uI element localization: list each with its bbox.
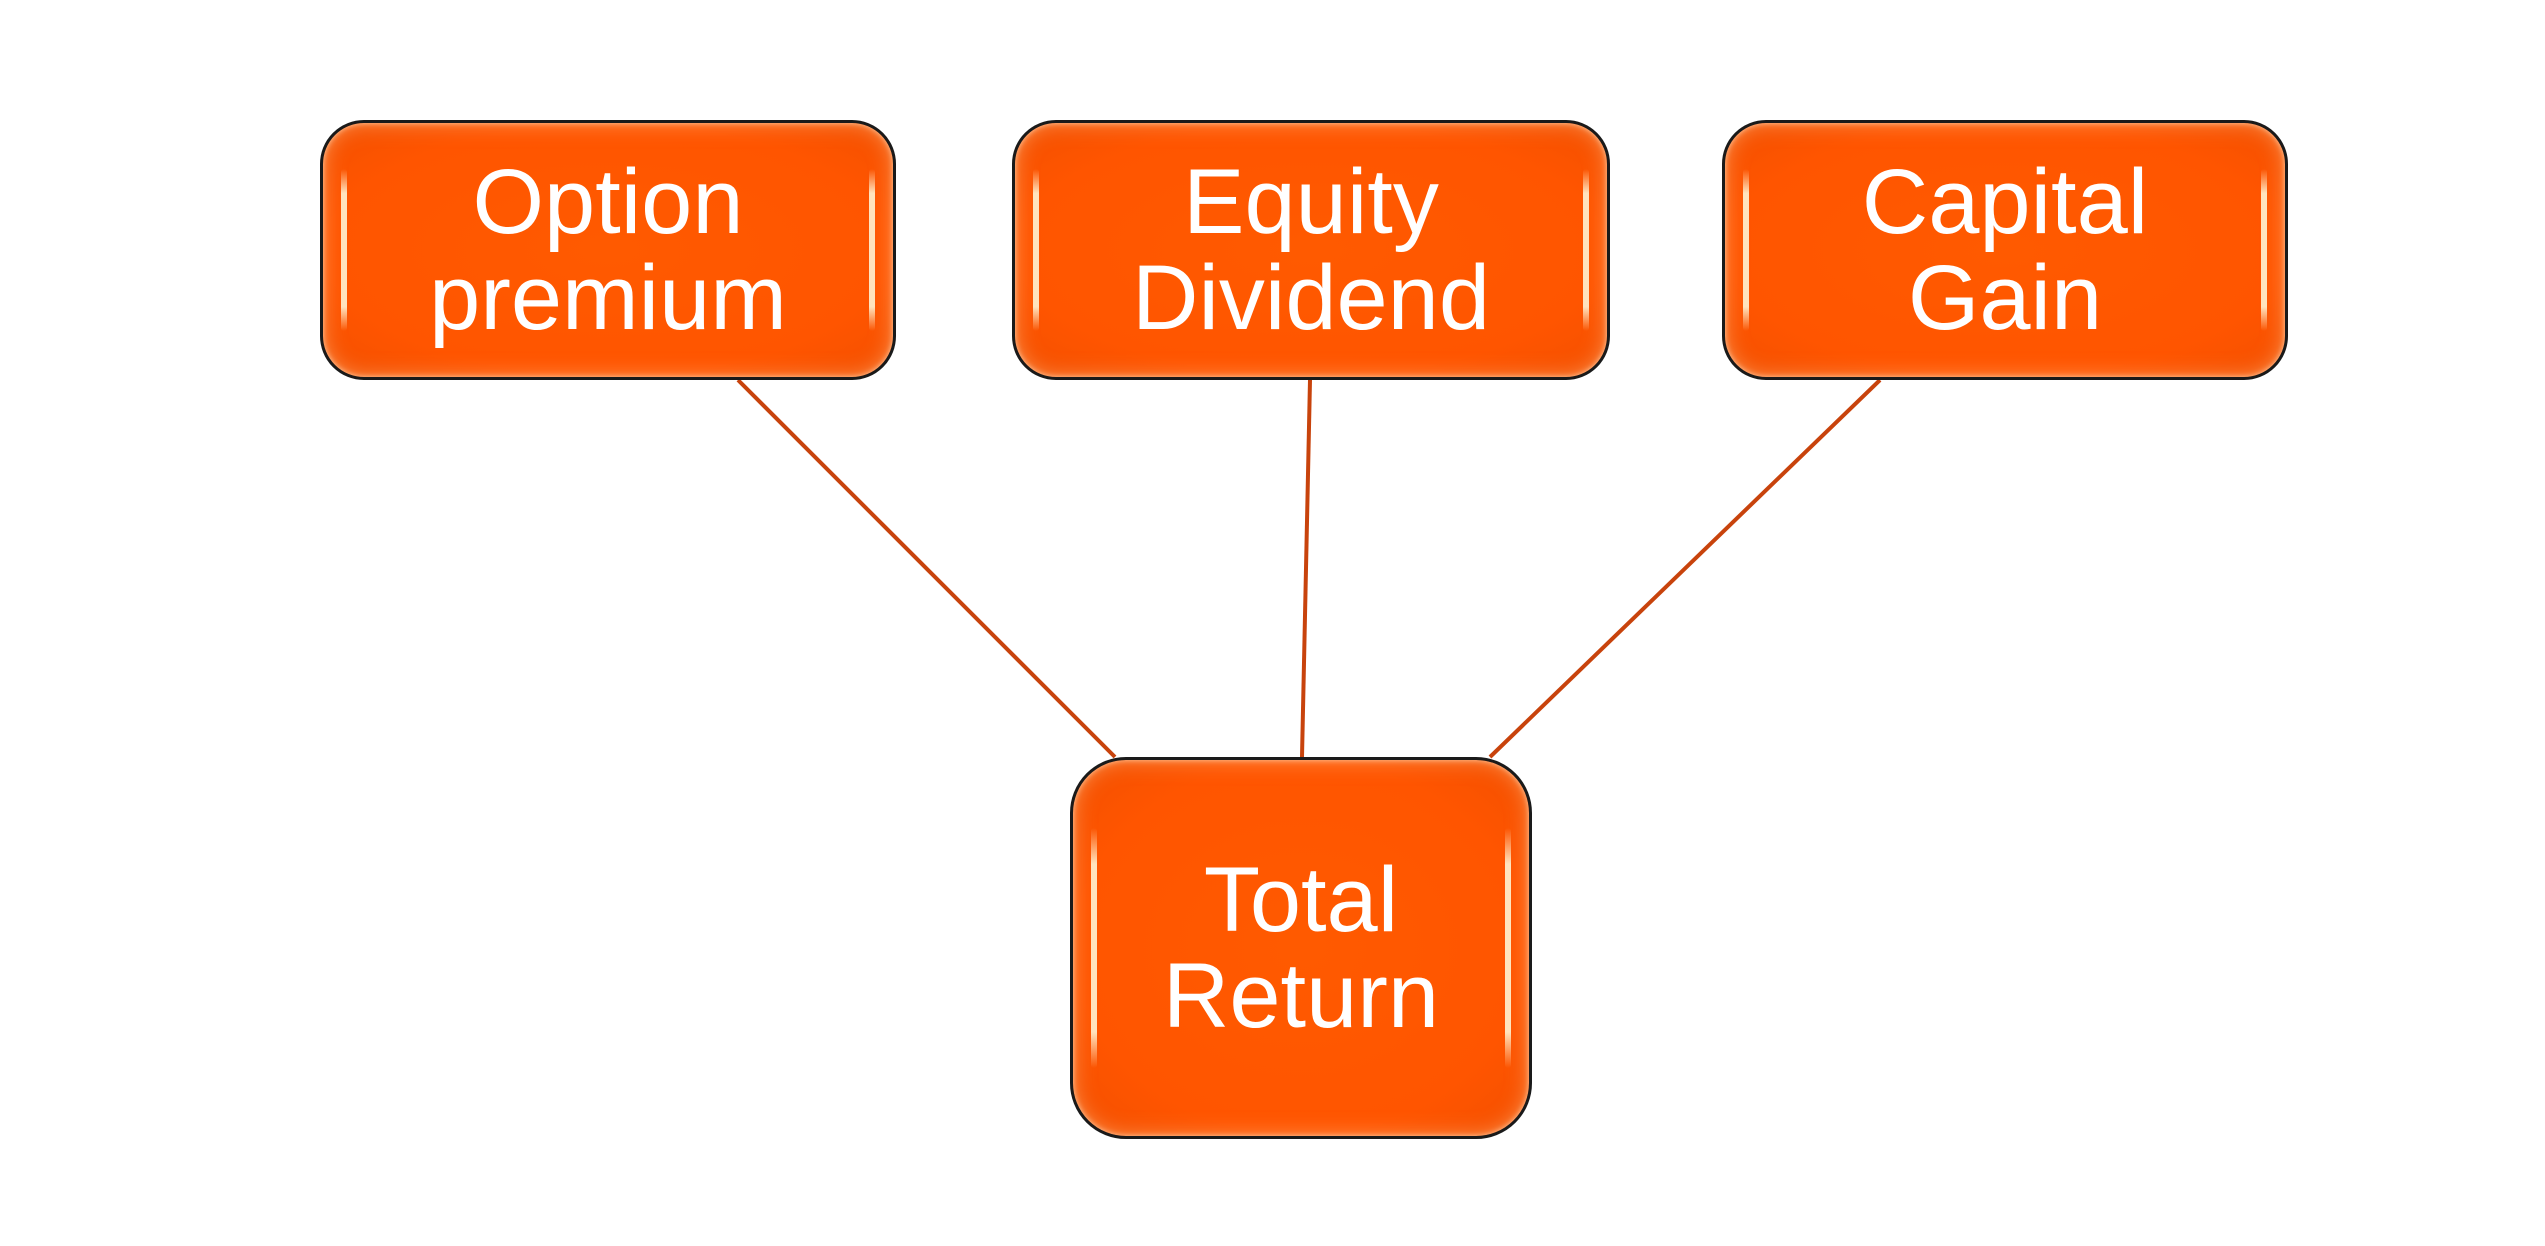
option-premium-node: Option premium <box>320 120 896 380</box>
connector-capital-to-total <box>1488 378 1882 759</box>
option-premium-label: Option premium <box>429 151 787 349</box>
total-return-node: Total Return <box>1070 757 1532 1139</box>
equity-dividend-label: Equity Dividend <box>1132 151 1490 349</box>
connector-equity-to-total <box>1300 379 1312 758</box>
capital-gain-node: Capital Gain <box>1722 120 2288 380</box>
equity-dividend-node: Equity Dividend <box>1012 120 1610 380</box>
capital-gain-label: Capital Gain <box>1861 151 2149 349</box>
total-return-label: Total Return <box>1162 849 1440 1047</box>
connector-option-to-total <box>736 378 1117 759</box>
